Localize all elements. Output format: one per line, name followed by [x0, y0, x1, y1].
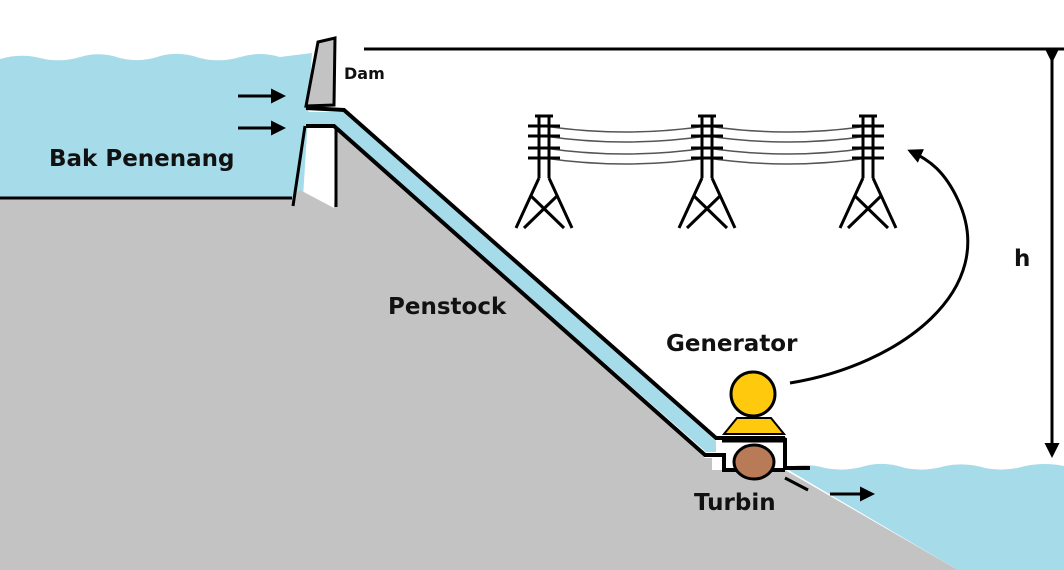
turbine-label: Turbin: [694, 490, 776, 516]
turbine-housing-right: [783, 438, 810, 470]
head-label: h: [1014, 246, 1031, 272]
penstock-label: Penstock: [388, 294, 507, 320]
reservoir-water: [0, 52, 312, 198]
reservoir-label: Bak Penenang: [49, 146, 235, 172]
tailwater: [785, 463, 1064, 570]
turbine: [732, 443, 776, 481]
dam-wall-lower-left: [291, 125, 307, 207]
generator: [729, 370, 777, 418]
penstock-water: [306, 112, 716, 452]
reservoir-surface-line: [0, 51, 313, 61]
generator-label: Generator: [666, 331, 798, 357]
curved-arrow-icon: [789, 149, 970, 385]
dam-wall: [304, 36, 337, 108]
generator-base: [721, 417, 787, 435]
transmission-tower-icon: [677, 114, 737, 230]
transmission-tower-icon: [514, 114, 574, 230]
penstock-pipe-bottom: [306, 124, 785, 472]
dam-label: Dam: [344, 64, 385, 83]
transmission-tower-icon: [838, 114, 898, 230]
ground: [0, 118, 958, 570]
outflow-bank-line: [784, 476, 809, 492]
